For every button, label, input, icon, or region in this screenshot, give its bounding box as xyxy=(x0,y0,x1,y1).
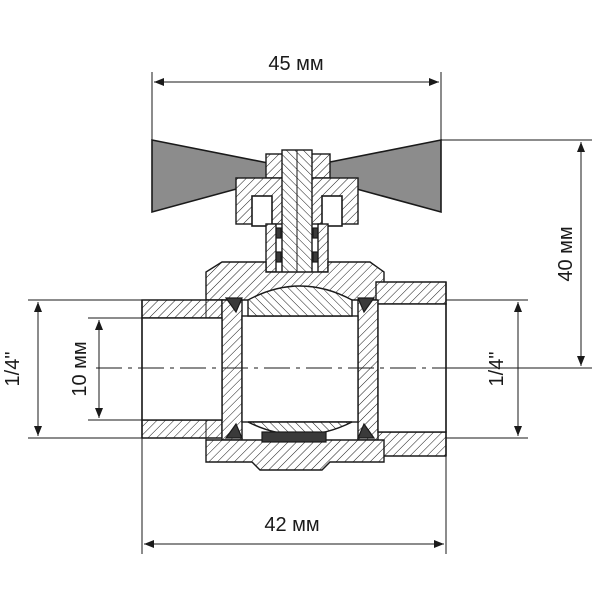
thread-right-label: 1/4" xyxy=(486,352,508,387)
butterfly-handle xyxy=(151,139,442,214)
dimension-top-width: 45 мм xyxy=(151,53,442,140)
valve-body xyxy=(141,261,447,471)
dimension-bore: 10 мм xyxy=(69,317,142,421)
top-width-label: 45 мм xyxy=(268,53,323,75)
thread-left-label: 1/4" xyxy=(2,352,24,387)
dimension-thread-left: 1/4" xyxy=(2,299,142,439)
bottom-width-label: 42 мм xyxy=(264,514,319,536)
bore-label: 10 мм xyxy=(69,341,91,396)
dimension-bottom-width: 42 мм xyxy=(141,438,447,554)
height-label: 40 мм xyxy=(555,226,577,281)
dimension-height: 40 мм xyxy=(441,139,592,369)
dimension-thread-right: 1/4" xyxy=(446,299,528,439)
